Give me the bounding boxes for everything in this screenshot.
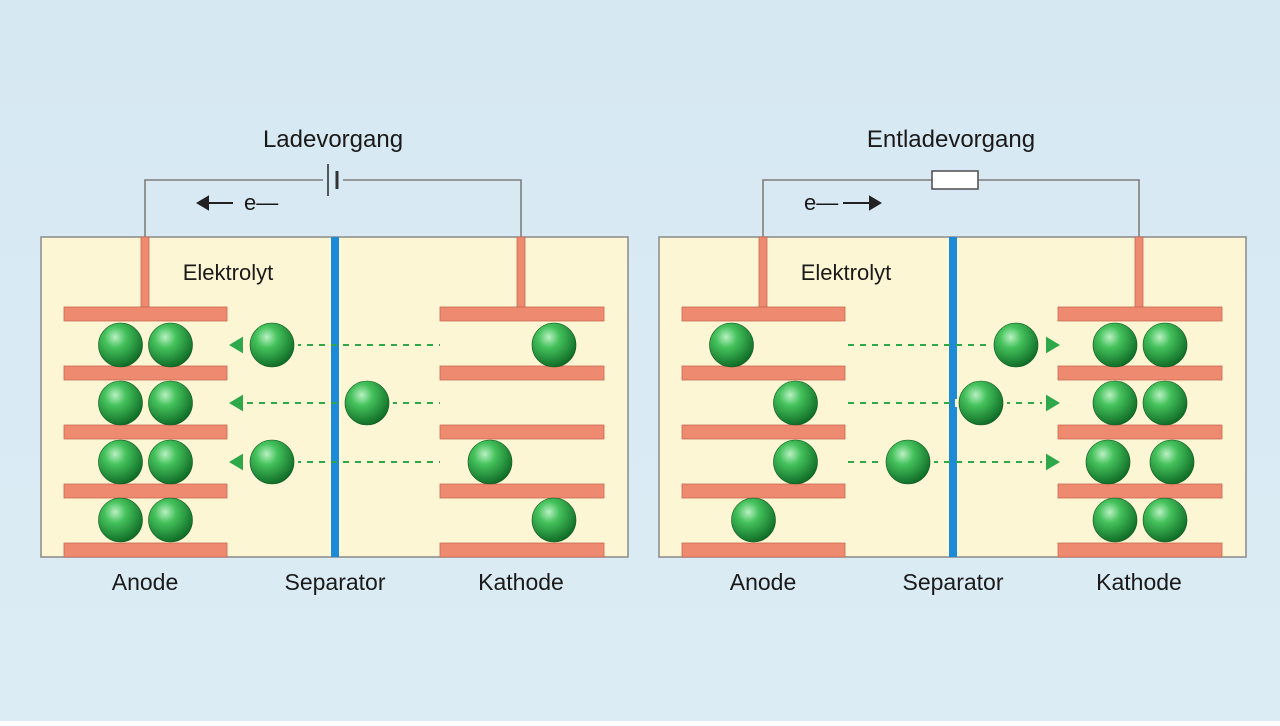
charge-title: Ladevorgang: [263, 126, 403, 153]
anode-plate: [681, 306, 846, 322]
lithium-ion: [98, 439, 143, 485]
lithium-ion: [1085, 439, 1131, 485]
cathode-label: Kathode: [1096, 569, 1182, 595]
anode-plate: [681, 424, 846, 440]
anode-plate: [63, 365, 228, 381]
lithium-ion: [98, 497, 143, 543]
cathode-plate: [439, 365, 605, 381]
separator: [949, 237, 957, 557]
arrow-left-icon: [229, 394, 243, 412]
cathode-label: Kathode: [478, 569, 564, 595]
anode-plate: [681, 483, 846, 499]
anode-label: Anode: [730, 569, 797, 595]
lithium-ion: [98, 322, 143, 368]
anode-plate: [681, 365, 846, 381]
lithium-ion: [98, 380, 143, 426]
electron-label: e—: [804, 190, 838, 215]
cathode-plate: [439, 483, 605, 499]
arrow-left-icon: [229, 453, 243, 471]
electrolyte-label: Elektrolyt: [183, 260, 273, 285]
electron-label: e—: [244, 190, 278, 215]
lithium-ion: [148, 497, 193, 543]
anode-plate: [63, 483, 228, 499]
cathode-terminal: [516, 236, 526, 308]
resistor-icon: [931, 170, 979, 190]
arrow-right-icon: [869, 195, 882, 211]
cathode-terminal: [1134, 236, 1144, 308]
arrow-right-icon: [1046, 453, 1060, 471]
anode-label: Anode: [112, 569, 179, 595]
cathode-plate: [439, 542, 605, 558]
lithium-ion: [249, 439, 295, 485]
cathode-plate: [439, 424, 605, 440]
lithium-ion: [773, 439, 818, 485]
lithium-ion: [148, 380, 193, 426]
lithium-ion: [344, 380, 390, 426]
lithium-ion: [885, 439, 931, 485]
cathode-plate: [1057, 365, 1223, 381]
lithium-ion: [1092, 497, 1138, 543]
battery-gap: [323, 168, 343, 192]
cathode-plate: [439, 306, 605, 322]
electrolyte-label: Elektrolyt: [801, 260, 891, 285]
separator: [331, 237, 339, 557]
anode-plate: [63, 306, 228, 322]
lithium-ion: [1092, 322, 1138, 368]
anode-plate: [63, 542, 228, 558]
arrow-left-icon: [196, 195, 209, 211]
lithium-ion: [249, 322, 295, 368]
separator-label: Separator: [902, 569, 1003, 595]
separator-label: Separator: [284, 569, 385, 595]
lithium-ion: [1142, 497, 1188, 543]
lithium-ion: [1142, 322, 1188, 368]
lithium-ion: [993, 322, 1039, 368]
lithium-ion: [467, 439, 513, 485]
arrow-right-icon: [1046, 394, 1060, 412]
lithium-ion: [148, 322, 193, 368]
lithium-ion: [709, 322, 754, 368]
cathode-plate: [1057, 483, 1223, 499]
lithium-ion: [531, 322, 577, 368]
lithium-ion: [731, 497, 776, 543]
anode-terminal: [758, 236, 768, 308]
arrow-left-icon: [229, 336, 243, 354]
arrow-right-icon: [1046, 336, 1060, 354]
lithium-ion: [958, 380, 1004, 426]
cathode-plate: [1057, 542, 1223, 558]
lithium-ion: [773, 380, 818, 426]
lithium-ion: [1149, 439, 1195, 485]
lithium-ion: [148, 439, 193, 485]
lithium-ion: [1092, 380, 1138, 426]
cathode-plate: [1057, 424, 1223, 440]
anode-plate: [681, 542, 846, 558]
cathode-plate: [1057, 306, 1223, 322]
lithium-ion: [1142, 380, 1188, 426]
discharge-title: Entladevorgang: [867, 126, 1035, 153]
anode-plate: [63, 424, 228, 440]
anode-terminal: [140, 236, 150, 308]
lithium-ion: [531, 497, 577, 543]
